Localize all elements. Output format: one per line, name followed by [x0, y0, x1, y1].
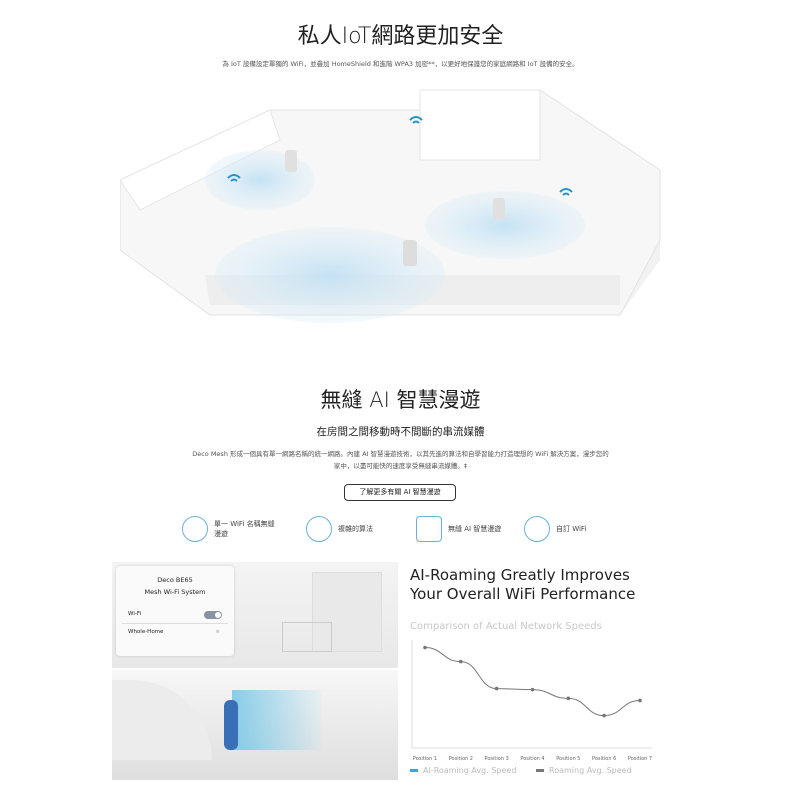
data-point [530, 687, 535, 692]
wifi-icon: ≋ [215, 629, 220, 635]
data-point [602, 713, 606, 718]
wifi-toggle[interactable] [204, 611, 222, 619]
feature-ai-roaming: 無縫 AI 智慧漫遊 [416, 516, 501, 542]
iot-title: 私人IoT網路更加安全 [297, 24, 504, 49]
data-point [494, 686, 499, 691]
learn-more-ai-roaming-button[interactable]: 了解更多有關 AI 智慧漫遊 [344, 484, 456, 501]
x-tick-label: Position 3 [485, 756, 509, 762]
roaming-subtitle: 在房間之間移動時不間斷的串流媒體 [316, 426, 485, 438]
x-tick-label: Position 7 [628, 756, 652, 762]
data-point [638, 698, 642, 703]
legend-label: AI-Roaming Avg. Speed [423, 766, 517, 775]
feature-label: 無縫 AI 智慧漫遊 [448, 525, 502, 533]
series-line [424, 647, 641, 717]
feature-label: 複雜的算法 [338, 525, 373, 533]
smart-home-illustration [119, 80, 680, 380]
x-tick-label: Position 5 [556, 756, 580, 762]
speed-chart: Position 1 Position 2 Position 3 Position 4… [411, 640, 652, 762]
roaming-desc-line2: 家中，以盡可能快的速度享受無縫串流媒體。‡ [333, 462, 468, 470]
wifi-row: Wi-Fi [122, 606, 228, 623]
x-tick-label: Position 4 [520, 756, 544, 762]
ai-head-icon [416, 516, 442, 542]
data-point [459, 659, 463, 664]
app-card-title: Deco BE65 [157, 576, 193, 584]
app-card: Deco BE65 Mesh Wi-Fi System Wi-Fi Whole-… [116, 566, 234, 656]
x-tick-label: Position 6 [592, 756, 616, 762]
atom-icon [306, 516, 332, 542]
legend-ai-roaming: AI-Roaming Avg. Speed [410, 766, 516, 775]
wifi-label: Wi-Fi [128, 611, 142, 617]
feature-label: 單一 WiFi 名稱無縫 [214, 520, 275, 528]
legend-swatch [536, 769, 544, 772]
feature-label: 自訂 WiFi [556, 525, 587, 533]
data-point [566, 696, 571, 701]
roaming-desc-line1: Deco Mesh 形成一個具有單一網路名稱的統一網路。內建 AI 智慧漫遊技術… [192, 450, 609, 458]
legend-swatch [410, 769, 418, 772]
data-point [423, 645, 427, 650]
feature-label-2: 漫遊 [214, 530, 228, 538]
brain-icon [524, 516, 550, 542]
circles-icon [182, 516, 208, 542]
chart-title: Comparison of Actual Network Speeds [410, 621, 602, 632]
app-card-subtitle: Mesh Wi-Fi System [144, 588, 206, 596]
feature-single-wifi: 單一 WiFi 名稱無縫漫遊 [182, 516, 275, 542]
legend-label: Roaming Avg. Speed [549, 766, 632, 775]
feature-custom-wifi: 自訂 WiFi [524, 516, 586, 542]
whole-home-row: Whole-Home ≋ [122, 623, 228, 640]
feature-algorithm: 複雜的算法 [306, 516, 373, 542]
legend-roaming: Roaming Avg. Speed [536, 766, 632, 775]
x-tick-label: Position 1 [413, 756, 437, 762]
iot-description: 為 IoT 設備設定單獨的 WiFi，並疊加 HomeShield 和進階 WP… [222, 60, 579, 68]
headline-line1: AI-Roaming Greatly Improves [410, 566, 630, 584]
hallway-photo [112, 670, 398, 780]
headline-line2: Your Overall WiFi Performance [410, 585, 636, 603]
roaming-title: 無縫 AI 智慧漫遊 [320, 388, 481, 412]
whole-home-label: Whole-Home [128, 629, 164, 635]
x-tick-label: Position 2 [449, 756, 473, 762]
